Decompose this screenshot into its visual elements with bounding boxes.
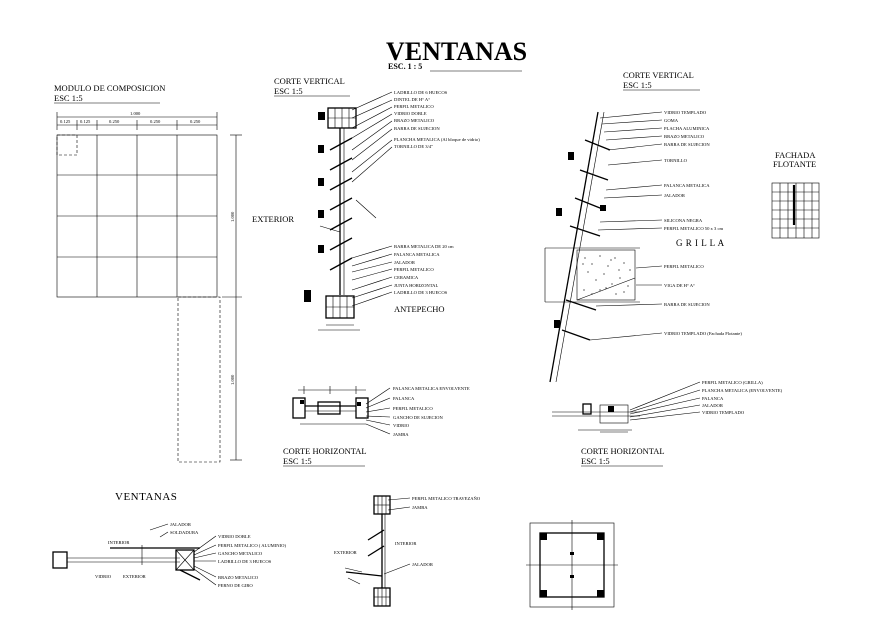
cv2-grilla: G R I L L A [676, 238, 725, 248]
cv2-label-10: PERFIL METALICO [664, 264, 704, 269]
cv2-viga [576, 249, 636, 301]
cv2-label-2: PLACHA ALUMINICA [664, 126, 710, 131]
ch1-label-5: JAMBA [393, 432, 409, 437]
ch1-label-0: PALANCA METALICA ENVOLVENTE [393, 386, 470, 391]
vd-label-3: PERFIL METALICO ( ALUMINIO) [218, 543, 286, 548]
jd-label-0: PERFIL METALICO TRAVEZAÑO [412, 496, 481, 501]
dim-5: 0.250 [190, 119, 201, 124]
modulo-lower-strip [177, 296, 221, 463]
corte-vertical-2: CORTE VERTICAL ESC 1:5 [544, 70, 742, 383]
vd-label-7: PERNO DE GIRO [218, 583, 253, 588]
cv1-label-4: BRAZO METALICO [394, 118, 435, 123]
jd-label-1: JAMBA [412, 505, 428, 510]
vd-label-0: JALADOR [170, 522, 192, 527]
cv2-label-7: JALADOR [664, 193, 686, 198]
ch1-label-1: PALANCA [393, 396, 415, 401]
cv2-label-9: PERFIL METALICO 50 x 3 cm [664, 226, 723, 231]
main-title: VENTANAS [386, 37, 527, 66]
fachada-flotante: FACHADA FLOTANTE [771, 150, 820, 239]
vd-title: VENTANAS [115, 491, 177, 503]
fachada-grid [771, 182, 820, 239]
cv2-label-6: PALANCA METALICA [664, 183, 710, 188]
vd-label-1: SOLDADURA [170, 530, 199, 535]
corte-horizontal-1: PALANCA METALICA ENVOLVENTE PALANCA PERF… [283, 386, 470, 467]
cv1-label-2: PERFIL METALICO [394, 104, 434, 109]
ch1-label-3: GANCHO DE SUJECION [393, 415, 443, 420]
jd-label-2: INTERIOR [395, 541, 417, 546]
vd-vidrio: VIDRIO [95, 574, 112, 579]
vd-exterior: EXTERIOR [123, 574, 147, 579]
corte-vertical-1: CORTE VERTICAL ESC 1:5 [274, 76, 480, 331]
main-scale: ESC. 1 : 5 [388, 62, 422, 71]
fachada-line2: FLOTANTE [773, 159, 816, 169]
ch2-label-1: PLANCHA METALICA (ENVOLVENTE) [702, 388, 783, 393]
cv1-label-1: DINTEL DE H° A° [394, 97, 430, 102]
cv1-label-7: TORNILLO DE 3/4" [394, 144, 433, 149]
jamba-detail: PERFIL METALICO TRAVEZAÑO JAMBA INTERIOR… [334, 495, 481, 607]
ch2-label-4: VIDRIO TEMPLADO [702, 410, 745, 415]
jd-label-3: EXTERIOR [334, 550, 358, 555]
fachada-line1: FACHADA [775, 150, 816, 160]
cv2-label-13: VIDRIO TEMPLADO (Fachada Flotante) [664, 331, 742, 336]
cv1-label-5: BARRA DE SUJECION [394, 126, 440, 131]
cv1-blabel-0: BARRA METALICA DE 20 cm [394, 244, 454, 249]
cv2-title: CORTE VERTICAL [623, 70, 694, 80]
dim-total: 1.000 [130, 111, 141, 116]
cv2-label-11: VIGA DE H° A° [664, 283, 695, 288]
ch1-title: CORTE HORIZONTAL [283, 446, 367, 456]
vd-label-4: GANCHO METALICO [218, 551, 263, 556]
ventanas-detail: VENTANAS JALADOR SOLDADURA VIDRIO DOBLE … [52, 491, 286, 588]
ch2-scale: ESC 1:5 [581, 456, 610, 466]
cv1-label-0: LADRILLO DE 6 HUECOS [394, 90, 448, 95]
cv1-scale: ESC 1:5 [274, 86, 303, 96]
ch2-label-2: PALANCA [702, 396, 724, 401]
dim-2: 0.125 [80, 119, 91, 124]
vd-interior: INTERIOR [108, 540, 130, 545]
dim-4: 0.250 [150, 119, 161, 124]
ch2-label-0: PERFIL METALICO (GRILLA) [702, 380, 763, 385]
ch2-label-3: JALADOR [702, 403, 724, 408]
modulo-composicion: MODULO DE COMPOSICION ESC 1:5 1.000 0.12… [54, 83, 294, 463]
cv1-title: CORTE VERTICAL [274, 76, 345, 86]
vd-label-6: BRAZO METALICO [218, 575, 259, 580]
side-dim-2: 1.000 [230, 374, 235, 385]
ch1-label-4: VIDRIO [393, 423, 410, 428]
cv2-label-3: BRAZO METALICO [664, 134, 705, 139]
cv2-label-4: BARRA DE SUJECION [664, 142, 710, 147]
ch2-title: CORTE HORIZONTAL [581, 446, 665, 456]
cv1-blabel-5: JUNTA HORIZONTAL [394, 283, 438, 288]
cv2-scale: ESC 1:5 [623, 80, 652, 90]
corte-horizontal-2: PERFIL METALICO (GRILLA) PLANCHA METALIC… [552, 380, 783, 467]
dim-3: 0.250 [109, 119, 120, 124]
vd-label-2: VIDRIO DOBLE [218, 534, 251, 539]
cv2-label-12: BARRA DE SUJECION [664, 302, 710, 307]
side-dim-1: 1.000 [230, 211, 235, 222]
cv2-label-5: TORNILLO [664, 158, 688, 163]
jd-label-4: JALADOR [412, 562, 434, 567]
cv2-label-0: VIDRIO TEMPLADO [664, 110, 707, 115]
cv1-blabel-3: PERFIL METALICO [394, 267, 434, 272]
cv1-blabel-6: LADRILLO DE 3 HUECOS [394, 290, 448, 295]
modulo-title: MODULO DE COMPOSICION [54, 83, 165, 93]
cv1-antepecho: ANTEPECHO [394, 304, 445, 314]
modulo-scale: ESC 1:5 [54, 93, 83, 103]
cv1-label-3: VIDRIO DOBLE [394, 111, 427, 116]
ch1-scale: ESC 1:5 [283, 456, 312, 466]
exterior-label: EXTERIOR [252, 214, 294, 224]
ch1-label-2: PERFIL METALICO [393, 406, 433, 411]
cv1-label-6: PLANCHA METALICA (Al bloque de vidrio) [394, 137, 480, 142]
dim-1: 0.125 [60, 119, 71, 124]
cv1-blabel-1: PALANCA METALICA [394, 252, 440, 257]
cv2-label-1: GOMA [664, 118, 679, 123]
cv2-label-8: SILICONA NEGRA [664, 218, 703, 223]
vd-label-5: LADRILLO DE 3 HUECOS [218, 559, 272, 564]
cv1-blabel-2: JALADOR [394, 260, 416, 265]
cv1-blabel-4: CERAMICA [394, 275, 419, 280]
square-detail [526, 520, 618, 610]
